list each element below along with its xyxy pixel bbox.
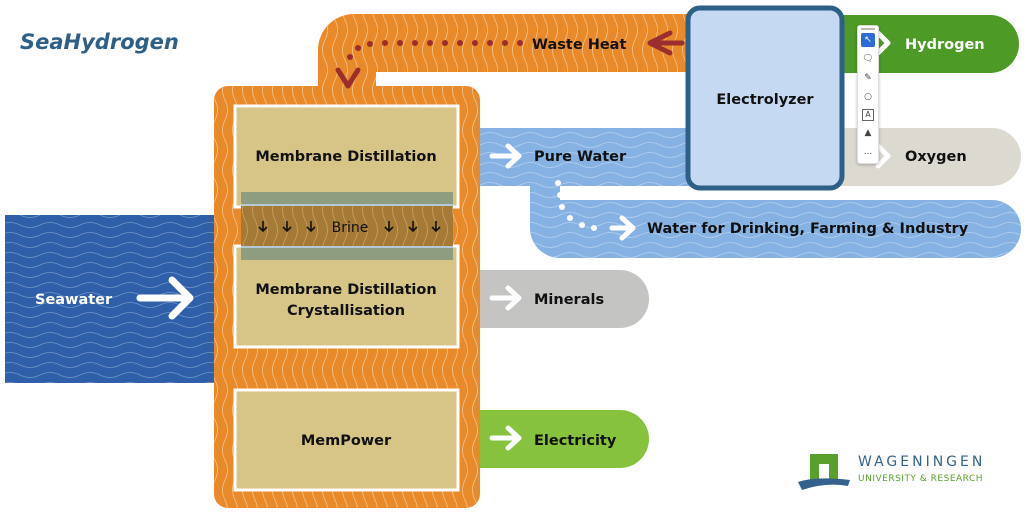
mempower-label: MemPower (301, 433, 392, 449)
waste-heat-arrow (335, 30, 685, 89)
hydrogen-label: Hydrogen (905, 37, 985, 53)
brine-arrows (258, 221, 441, 233)
electricity-pipe (470, 410, 649, 468)
electricity-label: Electricity (534, 433, 617, 449)
pure-water-pipe (470, 128, 1021, 258)
membrane-distillation-label: Membrane Distillation (255, 149, 436, 165)
minerals-pipe (470, 270, 649, 328)
lasso-tool-icon[interactable]: ○ (864, 92, 872, 102)
toolbar-grip[interactable] (861, 28, 875, 30)
electricity-arrow-icon (489, 425, 522, 451)
membrane-distillation-box (233, 104, 460, 209)
waste-heat-label: Waste Heat (532, 37, 626, 53)
oxygen-arrow-icon (875, 143, 891, 169)
page-title: SeaHydrogen (20, 30, 179, 54)
comment-tool-icon[interactable]: 🗨 (862, 54, 874, 64)
pure-water-label: Pure Water (534, 149, 627, 165)
crystallisation-label-line2: Crystallisation (287, 303, 405, 319)
crystallisation-label-line1: Membrane Distillation (255, 282, 436, 298)
electrolyzer-box (685, 5, 845, 191)
hydrogen-arrow-icon (875, 30, 891, 56)
electrolyzer-label: Electrolyzer (716, 92, 814, 108)
seawater-label: Seawater (35, 292, 113, 308)
mempower-box (233, 388, 460, 492)
oxygen-label: Oxygen (905, 149, 967, 165)
brine-label: Brine (332, 220, 369, 236)
select-tool-icon[interactable]: ↖ (861, 33, 875, 47)
more-tools-button[interactable]: ... (863, 147, 873, 157)
text-tool-icon[interactable]: A (862, 109, 874, 121)
logo-subtitle: UNIVERSITY & RESEARCH (858, 474, 984, 484)
minerals-arrow-icon (489, 285, 522, 311)
shape-tool-icon[interactable]: ▲ (864, 128, 872, 138)
water-split-dots (555, 180, 597, 231)
annotation-toolbar: ↖ 🗨 ✎ ○ A ▲ ... (857, 25, 879, 164)
water-uses-arrow-icon (609, 215, 636, 241)
pen-tool-icon[interactable]: ✎ (864, 73, 872, 83)
wageningen-logo-icon (798, 454, 850, 490)
seawater-arrow-icon (136, 276, 194, 320)
pure-water-arrow-icon (489, 143, 522, 169)
minerals-label: Minerals (534, 292, 604, 308)
brine-band (241, 192, 453, 260)
logo-wordmark: WAGENINGEN (858, 454, 986, 470)
water-uses-label: Water for Drinking, Farming & Industry (647, 221, 969, 237)
